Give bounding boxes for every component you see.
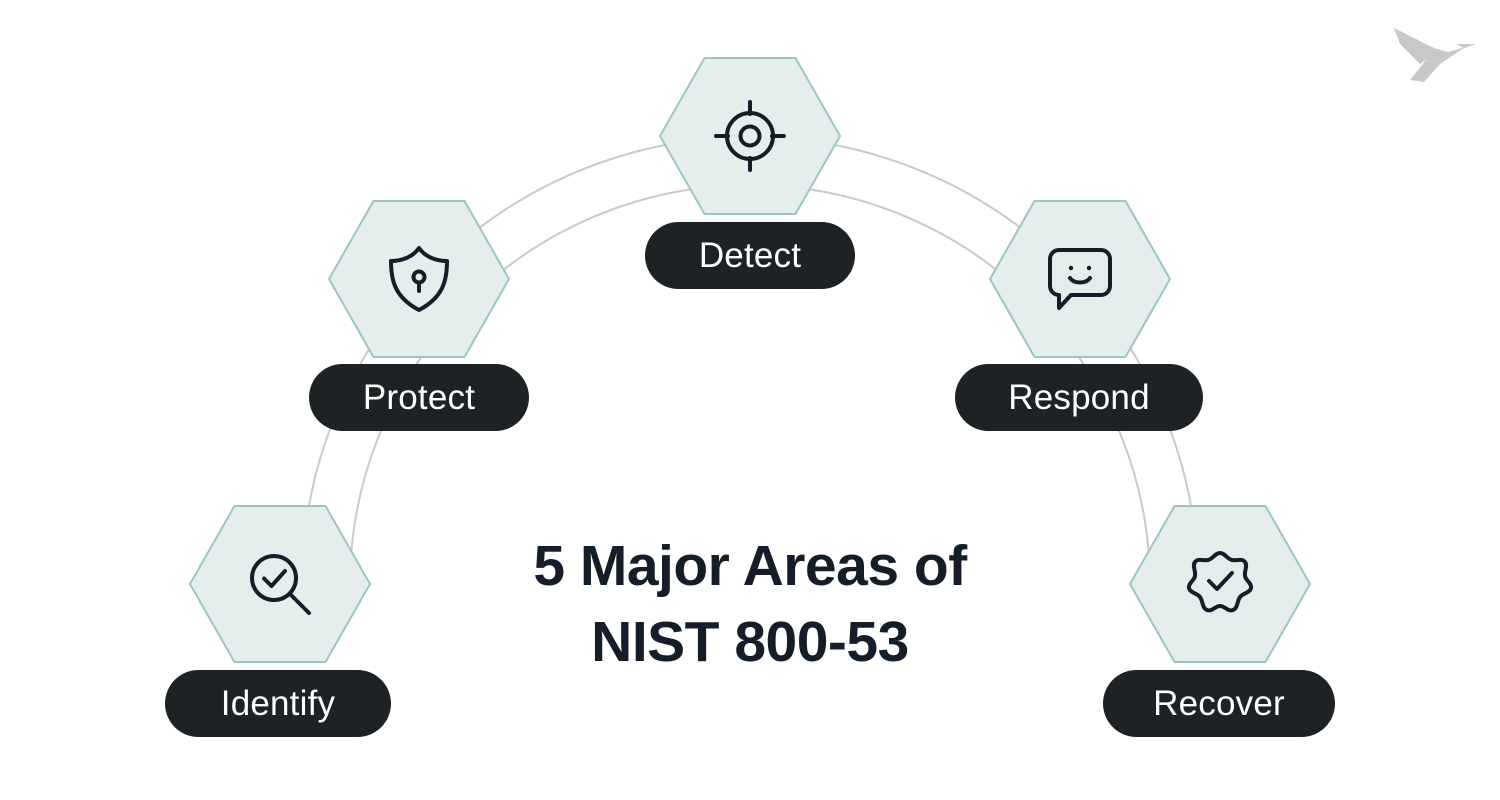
pill-respond[interactable]: Respond <box>955 364 1203 431</box>
pill-label-identify: Identify <box>220 684 336 723</box>
node-detect[interactable] <box>659 57 841 215</box>
page-title-line-1: 5 Major Areas of <box>533 534 967 598</box>
node-identify[interactable] <box>189 505 371 663</box>
speech-bubble-smile-icon <box>989 200 1171 358</box>
node-protect[interactable] <box>328 200 510 358</box>
node-respond[interactable] <box>989 200 1171 358</box>
pill-protect[interactable]: Protect <box>309 364 529 431</box>
pill-label-respond: Respond <box>1008 378 1150 417</box>
page-title: 5 Major Areas of NIST 800-53 <box>450 528 1050 680</box>
crosshair-target-icon <box>659 57 841 215</box>
magnifier-check-icon <box>189 505 371 663</box>
page-title-line-2: NIST 800-53 <box>591 610 909 674</box>
hexagon-identify <box>189 505 371 663</box>
node-recover[interactable] <box>1129 505 1311 663</box>
pill-identify[interactable]: Identify <box>165 670 391 737</box>
pill-recover[interactable]: Recover <box>1103 670 1335 737</box>
badge-check-icon <box>1129 505 1311 663</box>
pill-label-detect: Detect <box>698 236 802 275</box>
pill-label-protect: Protect <box>362 378 476 417</box>
pill-detect[interactable]: Detect <box>645 222 855 289</box>
pill-label-recover: Recover <box>1153 684 1285 723</box>
origami-bird-logo <box>1394 28 1476 82</box>
hexagon-detect <box>659 57 841 215</box>
hexagon-respond <box>989 200 1171 358</box>
hexagon-protect <box>328 200 510 358</box>
shield-keyhole-icon <box>328 200 510 358</box>
